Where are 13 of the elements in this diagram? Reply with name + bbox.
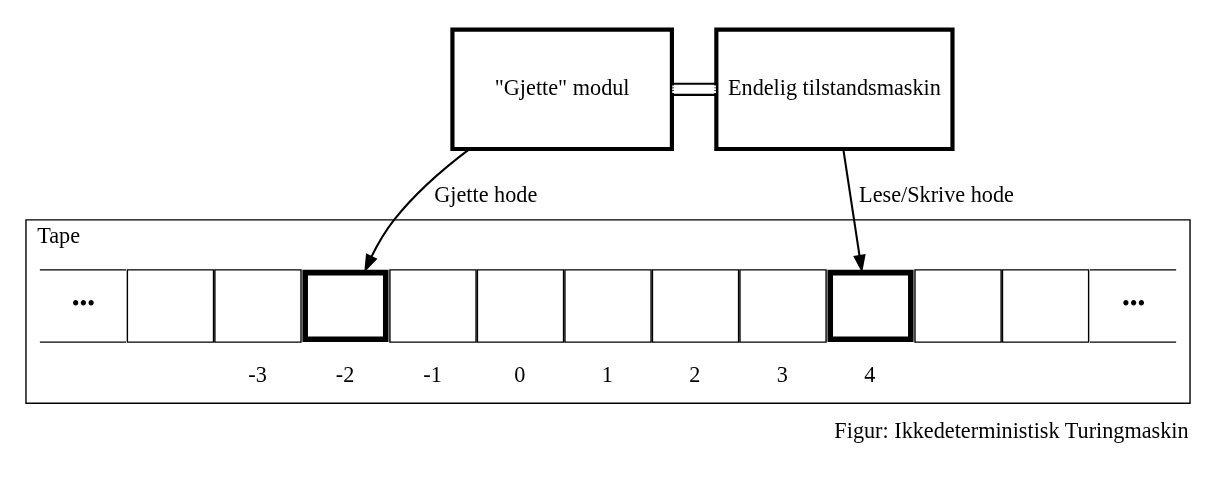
node-label: -3 bbox=[248, 361, 267, 387]
edge-label: Gjette hode bbox=[434, 181, 538, 207]
node-label: 3 bbox=[776, 361, 788, 387]
node-text: ••• bbox=[1121, 290, 1146, 316]
edge-label: Lese/Skrive hode bbox=[859, 181, 1014, 207]
node-label: -1 bbox=[423, 361, 442, 387]
node-text: ••• bbox=[71, 290, 96, 316]
node-label: -2 bbox=[335, 361, 355, 387]
node-label: 2 bbox=[689, 361, 701, 387]
caption: Figur: Ikkedeterministisk Turingmaskin bbox=[834, 417, 1189, 443]
node-label: 1 bbox=[601, 361, 613, 387]
node-label: 0 bbox=[514, 361, 526, 387]
node-label: 4 bbox=[864, 361, 876, 387]
